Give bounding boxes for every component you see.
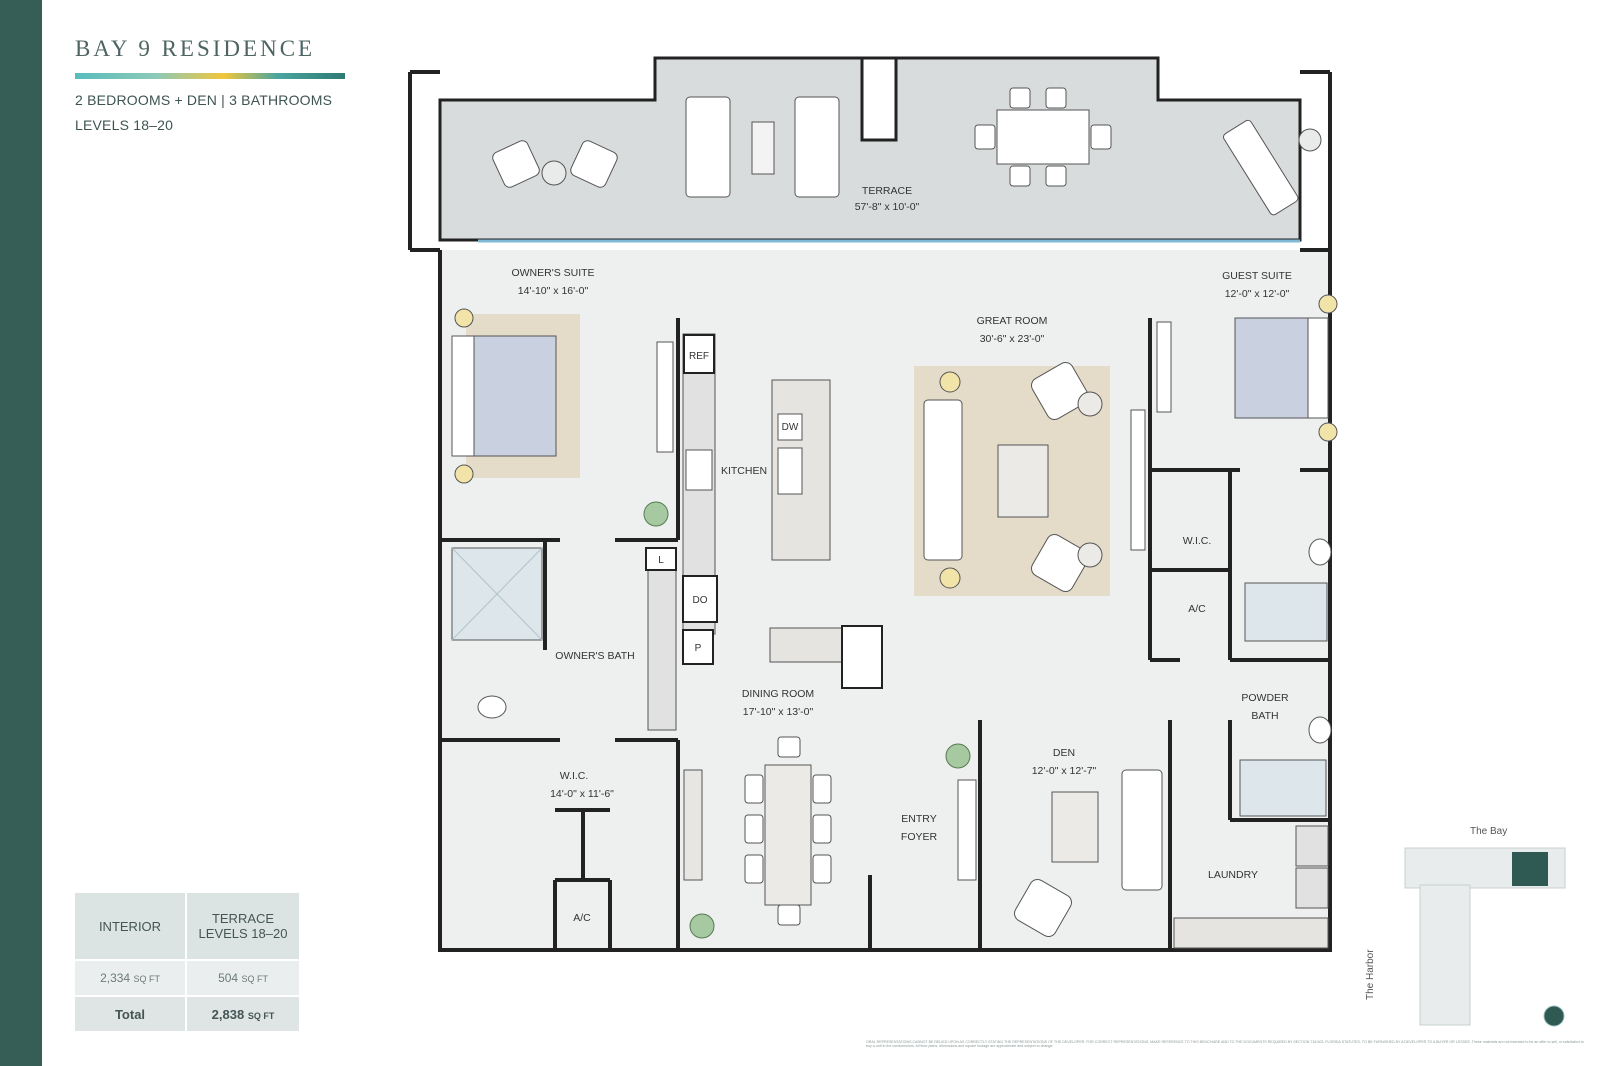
dining-room-label: DINING ROOM [742, 688, 814, 700]
dining-table-set [683, 736, 832, 926]
interior-area: 2,334 SQ FT [75, 959, 187, 996]
kitchen-area [682, 333, 883, 689]
dw-label: DW [782, 422, 799, 433]
area-table: INTERIOR TERRACE LEVELS 18–20 2,334 SQ F… [75, 893, 299, 1031]
compass-icon [1543, 1005, 1565, 1027]
terrace-area-unit: SQ FT [241, 974, 268, 984]
terrace-chaise-loungers [1223, 119, 1322, 216]
den-furniture [957, 769, 1163, 937]
title-gradient-rule [75, 73, 345, 79]
total-area: 2,838 SQ FT [186, 995, 299, 1031]
ref-label: REF [689, 351, 709, 362]
powder-bath-label-1: POWDER [1241, 692, 1289, 704]
building-keymap [1404, 847, 1566, 1027]
wic-owner-label: W.I.C. [560, 770, 589, 782]
total-area-unit: SQ FT [247, 1010, 275, 1021]
terrace-area [408, 56, 1332, 250]
guest-suite-bed [1130, 294, 1338, 551]
owners-suite-closet [656, 341, 674, 453]
levels-summary: LEVELS 18–20 [75, 117, 174, 133]
kitchen-label: KITCHEN [721, 465, 767, 477]
terrace-header-line1: TERRACE [211, 911, 275, 926]
p-label: P [695, 643, 702, 654]
bedroom-bath-summary: 2 BEDROOMS + DEN | 3 BATHROOMS [75, 92, 333, 108]
wic-owner-dims: 14'-0" x 11'-6" [550, 788, 614, 800]
guest-suite-dims: 12'-0" x 12'-0" [1225, 288, 1290, 300]
total-area-value: 2,838 [211, 1006, 245, 1022]
terrace-dining-table [974, 87, 1112, 187]
l-label: L [658, 555, 664, 566]
keymap-the-bay: The Bay [1470, 826, 1508, 837]
terrace-header: TERRACE LEVELS 18–20 [186, 893, 299, 960]
owners-suite-label: OWNER'S SUITE [511, 267, 594, 279]
terrace-area-value: 504 [218, 971, 239, 985]
den-label: DEN [1053, 747, 1075, 759]
interior-floor [410, 248, 1332, 952]
terrace-header-line2: LEVELS 18–20 [198, 926, 288, 941]
interior-header: INTERIOR [75, 893, 187, 960]
page-title: BAY 9 RESIDENCE [75, 36, 316, 61]
bath-laundry-fixtures [1173, 538, 1332, 949]
guest-suite-label: GUEST SUITE [1222, 270, 1292, 282]
great-room-label: GREAT ROOM [977, 315, 1048, 327]
keymap-unit-highlight [1512, 852, 1548, 886]
owners-suite-dims: 14'-10" x 16'-0" [518, 285, 589, 297]
dining-room-dims: 17'-10" x 13'-0" [743, 706, 814, 718]
terrace-sofas [685, 96, 840, 198]
great-room-dims: 30'-6" x 23'-0" [980, 333, 1045, 345]
interior-area-unit: SQ FT [133, 974, 160, 984]
entry-foyer-label-2: FOYER [901, 831, 938, 843]
ac-guest-label: A/C [1188, 603, 1206, 615]
terrace-area: 504 SQ FT [186, 959, 299, 996]
do-label: DO [693, 595, 708, 606]
laundry-label: LAUNDRY [1208, 869, 1258, 881]
powder-bath-label-2: BATH [1251, 710, 1278, 722]
owners-bath-label: OWNER'S BATH [555, 650, 634, 662]
interior-area-value: 2,334 [100, 971, 131, 985]
great-room-living-set [914, 362, 1110, 596]
keymap-the-harbor: The Harbor [1365, 949, 1376, 1000]
potted-plants [643, 501, 971, 939]
den-dims: 12'-0" x 12'-7" [1032, 765, 1097, 777]
terrace-column [860, 56, 898, 142]
wic-guest-label: W.I.C. [1183, 535, 1212, 547]
entry-foyer-label-1: ENTRY [901, 813, 936, 825]
owners-suite-bed [451, 308, 580, 484]
total-label: Total [75, 995, 187, 1031]
terrace-lounge-chairs [492, 140, 618, 188]
ac-owner-label: A/C [573, 912, 591, 924]
terrace-dims: 57'-8" x 10'-0" [855, 201, 920, 213]
interior-walls [440, 318, 1330, 950]
legal-disclaimer: ORAL REPRESENTATIONS CANNOT BE RELIED UP… [866, 1040, 1584, 1049]
terrace-label: TERRACE [862, 185, 912, 197]
sidebar-color-strip [0, 0, 42, 1066]
owners-bath-fixtures [451, 547, 677, 731]
